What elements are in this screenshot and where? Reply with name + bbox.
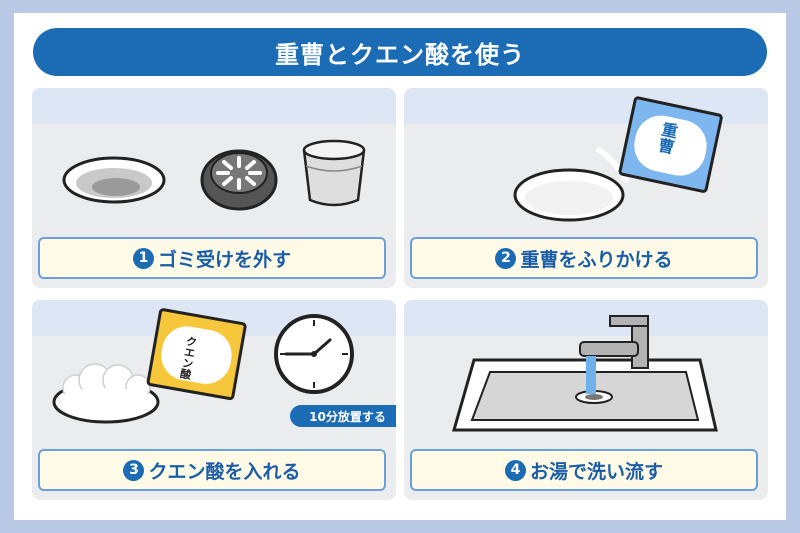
drain-basket-icon xyxy=(200,149,278,211)
step-label-text: 重曹をふりかける xyxy=(520,248,673,271)
step-label-text: クエン酸を入れる xyxy=(148,460,301,483)
sink-drain-icon xyxy=(62,156,166,204)
powder-stream xyxy=(596,147,629,183)
foaming-drain-icon xyxy=(52,363,160,424)
step-panel-1: 1 ゴミ受けを外す xyxy=(32,88,396,288)
step-label-3: 3 クエン酸を入れる xyxy=(38,449,386,491)
step-1-illustration xyxy=(62,139,366,211)
citric-acid-bag-icon xyxy=(146,308,247,401)
step-panel-2: 重曹 2 重曹をふりかける xyxy=(404,88,768,288)
step-number-badge: 1 xyxy=(132,247,154,269)
sink-basin-icon xyxy=(452,358,718,432)
page-title: 重曹とクエン酸を使う xyxy=(33,28,767,76)
panel-header-band xyxy=(404,300,768,336)
step-4-illustration xyxy=(452,315,718,432)
step-label-1: 1 ゴミ受けを外す xyxy=(38,237,386,279)
clock-icon xyxy=(274,314,354,394)
faucet-icon xyxy=(579,315,649,369)
step-label-text: お湯で洗い流す xyxy=(529,460,663,483)
sink-drain-icon xyxy=(513,168,625,222)
water-stream xyxy=(586,356,596,394)
step-label-text: ゴミ受けを外す xyxy=(157,248,291,271)
panel-header-band xyxy=(32,88,396,124)
step-3-illustration: クエン酸 xyxy=(52,308,354,424)
step-label-4: 4 お湯で洗い流す xyxy=(410,449,758,491)
step-number-badge: 4 xyxy=(504,459,526,481)
step-number-badge: 2 xyxy=(495,247,517,269)
step-label-2: 2 重曹をふりかける xyxy=(410,237,758,279)
timer-badge: 10分放置する xyxy=(290,405,396,427)
drain-cup-icon xyxy=(302,139,366,207)
step-2-illustration: 重曹 xyxy=(513,96,723,222)
step-panel-3: クエン酸 10分放置する 3 クエン酸を入れる xyxy=(32,300,396,500)
step-panel-4: 4 お湯で洗い流す xyxy=(404,300,768,500)
step-number-badge: 3 xyxy=(123,459,145,481)
baking-soda-bag-icon xyxy=(618,96,723,193)
